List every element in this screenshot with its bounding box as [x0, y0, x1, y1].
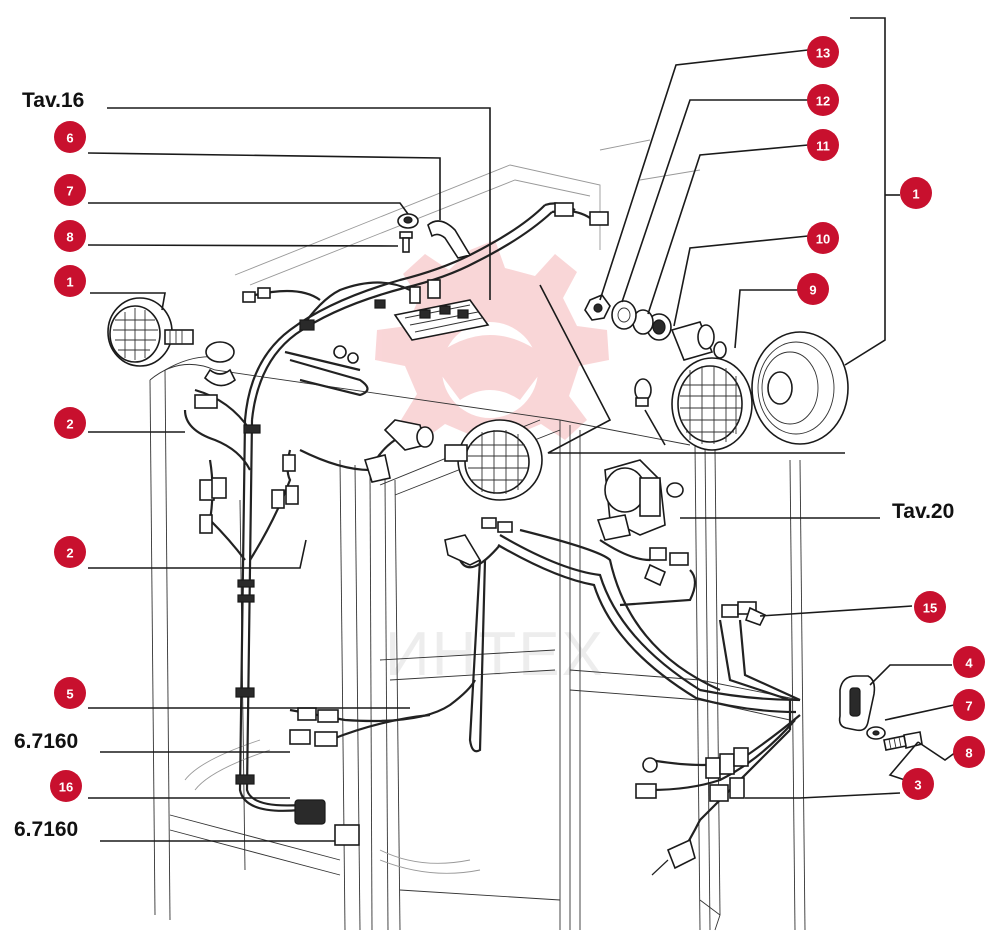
ref-6-7160-lower: 6.7160 — [14, 818, 78, 841]
watermark-text: ИНТЕХ — [385, 620, 605, 689]
main-harness — [183, 202, 801, 856]
ref-tav16: Tav.16 — [22, 89, 84, 112]
callout-1-right: 1 — [900, 177, 932, 209]
callout-6: 6 — [54, 121, 86, 153]
svg-text:13: 13 — [816, 46, 830, 61]
washer — [866, 726, 886, 740]
relay-board — [393, 299, 490, 341]
left-work-lamp — [107, 297, 237, 387]
svg-text:8: 8 — [965, 746, 972, 761]
svg-text:5: 5 — [66, 687, 73, 702]
svg-text:4: 4 — [965, 656, 973, 671]
wiper-motor — [596, 459, 689, 587]
callout-4: 4 — [953, 646, 985, 678]
clamp — [427, 220, 472, 259]
callout-16: 16 — [50, 770, 82, 802]
callout-8-right: 8 — [953, 736, 985, 768]
callout-5: 5 — [54, 677, 86, 709]
callout-2-lower: 2 — [54, 536, 86, 568]
svg-text:12: 12 — [816, 94, 830, 109]
callout-10: 10 — [807, 222, 839, 254]
callout-7-right: 7 — [953, 689, 985, 721]
svg-text:3: 3 — [914, 778, 921, 793]
callout-7-left: 7 — [54, 174, 86, 206]
bolt — [883, 731, 923, 751]
svg-text:7: 7 — [66, 184, 73, 199]
callout-12: 12 — [807, 84, 839, 116]
side-socket — [363, 419, 434, 483]
svg-text:6: 6 — [66, 131, 73, 146]
svg-text:15: 15 — [923, 601, 937, 616]
left-connectors — [194, 202, 609, 846]
washer-nut — [397, 213, 419, 229]
callout-2-upper: 2 — [54, 407, 86, 439]
callout-13: 13 — [807, 36, 839, 68]
svg-text:2: 2 — [66, 417, 73, 432]
svg-text:7: 7 — [965, 699, 972, 714]
screw — [399, 231, 413, 253]
callout-11: 11 — [807, 129, 839, 161]
callout-3: 3 — [902, 768, 934, 800]
ref-6-7160-upper: 6.7160 — [14, 730, 78, 753]
callout-1-left: 1 — [54, 265, 86, 297]
svg-text:9: 9 — [809, 283, 816, 298]
cable-clip — [838, 675, 876, 732]
leader-lines — [87, 17, 957, 842]
right-connectors — [635, 601, 767, 876]
reference-labels: Tav.16 Tav.20 6.7160 6.7160 — [14, 89, 954, 841]
lamp-bulb — [634, 378, 652, 407]
center-work-lamp — [444, 419, 543, 501]
svg-text:16: 16 — [59, 780, 73, 795]
right-lamp-lens — [671, 357, 753, 451]
rear-plug — [444, 517, 513, 566]
svg-text:10: 10 — [816, 232, 830, 247]
svg-text:1: 1 — [66, 275, 73, 290]
lamp-bracket-parts — [584, 294, 727, 361]
callout-8-left: 8 — [54, 220, 86, 252]
callout-9: 9 — [797, 273, 829, 305]
ref-tav20: Tav.20 — [892, 500, 954, 523]
right-lamp-housing — [751, 331, 849, 445]
callout-badges: 13 12 11 10 9 1 6 7 8 1 2 2 15 4 7 8 3 5… — [50, 36, 985, 802]
svg-text:2: 2 — [66, 546, 73, 561]
svg-text:8: 8 — [66, 230, 73, 245]
svg-text:11: 11 — [816, 139, 830, 154]
harness-clips — [235, 299, 386, 785]
callout-15: 15 — [914, 591, 946, 623]
svg-text:1: 1 — [912, 187, 919, 202]
